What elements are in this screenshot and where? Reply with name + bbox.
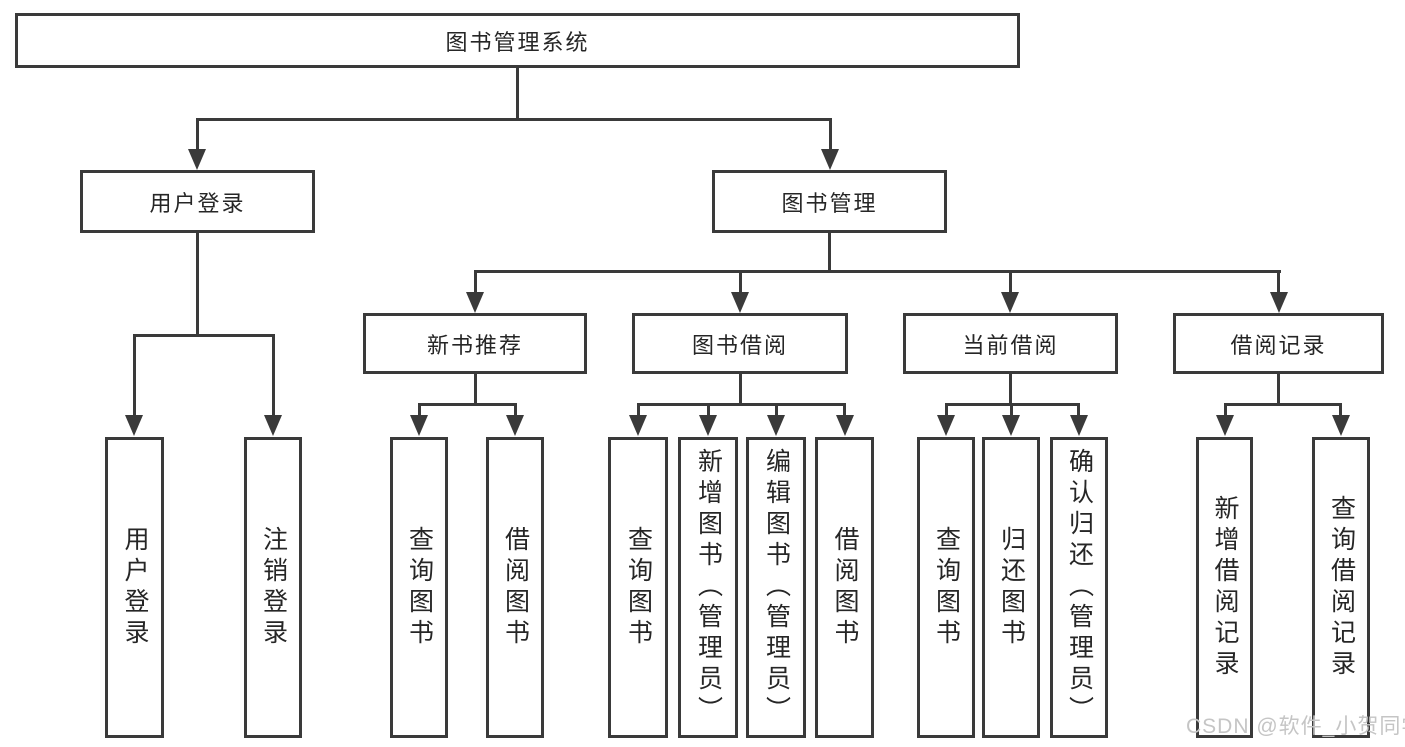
- arrowhead-down-icon: [767, 415, 785, 436]
- arrowhead-down-icon: [836, 415, 854, 436]
- connector-recommend-rail: [418, 403, 517, 406]
- arrowhead-down-icon: [1002, 415, 1020, 436]
- arrowhead-down-icon: [264, 415, 282, 436]
- arrowhead-down-icon: [1216, 415, 1234, 436]
- connector-recommend-drop-2: [514, 403, 517, 416]
- node-book-management: 图书管理: [712, 170, 947, 233]
- leaf-records-add-borrow-record: 新增借阅记录: [1196, 437, 1253, 738]
- arrowhead-down-icon: [125, 415, 143, 436]
- arrowhead-down-icon: [410, 415, 428, 436]
- connector-current-drop-1: [945, 403, 948, 416]
- connector-records-rail: [1224, 403, 1342, 406]
- connector-borrow-stub: [739, 374, 742, 406]
- arrowhead-down-icon: [1070, 415, 1088, 436]
- arrowhead-down-icon: [699, 415, 717, 436]
- arrowhead-down-icon: [1270, 292, 1288, 313]
- node-current-borrowing: 当前借阅: [903, 313, 1118, 374]
- connector-login-rail: [133, 334, 275, 337]
- arrowhead-down-icon: [506, 415, 524, 436]
- connector-l2-drop-login: [196, 118, 199, 150]
- leaf-user-login: 用户登录: [105, 437, 164, 738]
- node-borrowing-records: 借阅记录: [1173, 313, 1384, 374]
- leaf-logout: 注销登录: [244, 437, 302, 738]
- leaf-borrow-borrow-books: 借阅图书: [815, 437, 874, 738]
- connector-records-drop-1: [1224, 403, 1227, 416]
- connector-recommend-stub: [474, 374, 477, 406]
- connector-login-stub: [196, 233, 199, 336]
- connector-l3-drop-4: [1277, 270, 1280, 294]
- leaf-borrow-query-books: 查询图书: [608, 437, 668, 738]
- connector-l2-drop-mgmt: [829, 118, 832, 150]
- watermark: CSDN @软件_小贺同学: [1186, 715, 1405, 738]
- connector-recommend-drop-1: [418, 403, 421, 416]
- leaf-borrow-edit-books-admin: 编辑图书（管理员）: [746, 437, 806, 738]
- leaf-current-confirm-return-admin: 确认归还（管理员）: [1050, 437, 1108, 738]
- connector-current-stub: [1009, 374, 1012, 406]
- leaf-current-query-books: 查询图书: [917, 437, 975, 738]
- connector-l3-drop-2: [739, 270, 742, 294]
- connector-l3-rail: [474, 270, 1281, 273]
- arrowhead-down-icon: [1001, 292, 1019, 313]
- connector-l2-rail: [196, 118, 832, 121]
- connector-records-stub: [1277, 374, 1280, 406]
- leaf-records-query-borrow-record: 查询借阅记录: [1312, 437, 1370, 738]
- arrowhead-down-icon: [466, 292, 484, 313]
- leaf-recommend-query-books: 查询图书: [390, 437, 448, 738]
- node-book-borrowing: 图书借阅: [632, 313, 848, 374]
- node-library-system: 图书管理系统: [15, 13, 1020, 68]
- node-new-book-recommendation: 新书推荐: [363, 313, 587, 374]
- leaf-current-return-books: 归还图书: [982, 437, 1040, 738]
- connector-root-stub: [516, 68, 519, 120]
- arrowhead-down-icon: [629, 415, 647, 436]
- arrowhead-down-icon: [1332, 415, 1350, 436]
- leaf-recommend-borrow-books: 借阅图书: [486, 437, 544, 738]
- connector-l3-drop-3: [1009, 270, 1012, 294]
- arrowhead-down-icon: [188, 149, 206, 170]
- leaf-borrow-add-books-admin: 新增图书（管理员）: [678, 437, 738, 738]
- connector-login-drop-2: [272, 334, 275, 415]
- connector-borrow-drop-4: [843, 403, 846, 416]
- connector-login-drop-1: [133, 334, 136, 415]
- connector-records-drop-2: [1339, 403, 1342, 416]
- connector-current-drop-3: [1077, 403, 1080, 416]
- arrowhead-down-icon: [821, 149, 839, 170]
- connector-current-drop-2: [1010, 403, 1013, 416]
- connector-borrow-drop-1: [637, 403, 640, 416]
- connector-borrow-drop-2: [707, 403, 710, 416]
- arrowhead-down-icon: [937, 415, 955, 436]
- connector-borrow-rail: [637, 403, 846, 406]
- connector-l3-drop-1: [474, 270, 477, 294]
- node-user-login: 用户登录: [80, 170, 315, 233]
- connector-borrow-drop-3: [775, 403, 778, 416]
- connector-mgmt-stub: [828, 233, 831, 273]
- arrowhead-down-icon: [731, 292, 749, 313]
